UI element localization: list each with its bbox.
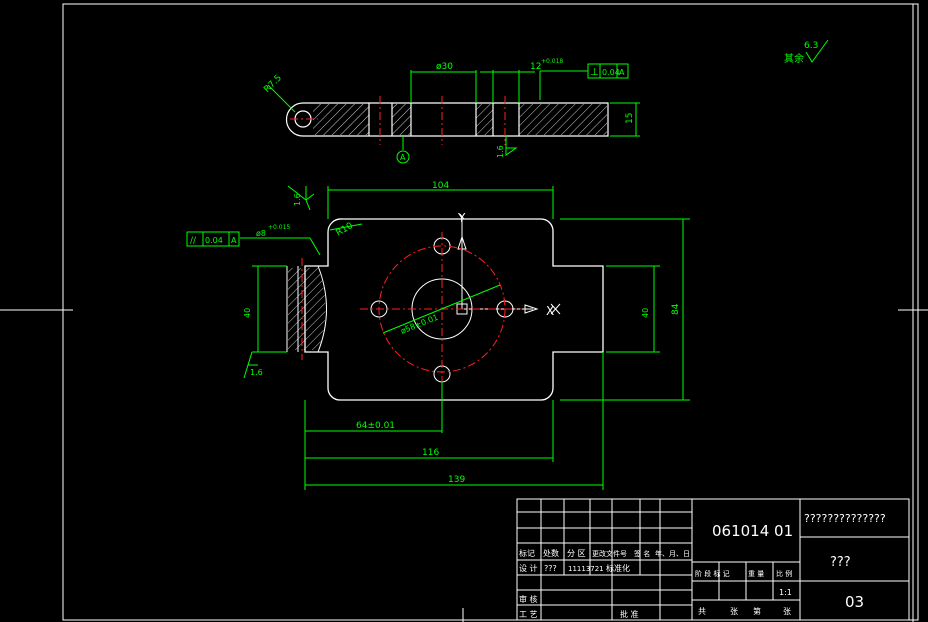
drawing-number: 061014 01	[712, 522, 793, 540]
roughness-note-value: 6.3	[804, 41, 818, 51]
roughness-note-label: 其余	[784, 52, 804, 65]
corner-radius-label: R10	[335, 221, 356, 239]
parallelism-datum: A	[231, 236, 237, 245]
top-view-dimensions	[267, 63, 640, 164]
width-104-label: 104	[432, 181, 449, 191]
front-left-roughness: 1.6	[250, 368, 263, 377]
hole-diameter-label: ø8	[256, 229, 266, 238]
total-label: 共	[698, 607, 706, 616]
header-signature: 签 名	[634, 549, 650, 558]
sheet-border	[0, 3, 928, 622]
dim-139-label: 139	[448, 475, 465, 485]
dim-116-label: 116	[422, 448, 439, 458]
perpendicularity-value: 0.04	[602, 68, 620, 77]
parallelism-symbol: //	[190, 236, 197, 246]
top-roughness-label: 1.6	[496, 145, 505, 158]
scale-label: 比 例	[776, 569, 792, 578]
front-top-roughness: 1.6	[293, 193, 302, 206]
top-view-hatching	[313, 104, 607, 135]
right-slot-40-label: 40	[641, 308, 650, 318]
top-view: R7.5 ø30 12 +0.018 ⊥ 0.04 A 15 A 1.6	[262, 58, 640, 164]
page-label: 第	[753, 606, 761, 616]
datum-a-label: A	[400, 153, 406, 162]
title-block: 061014 01 ?????????????? ??? 03 标记 处数 分 …	[516, 498, 910, 621]
axis-y-label: Y	[457, 211, 466, 225]
perpendicularity-symbol: ⊥	[590, 67, 599, 78]
weight-label: 重 量	[748, 570, 764, 578]
header-count: 处数	[543, 548, 559, 558]
hole-tolerance-label: +0.015	[268, 224, 290, 231]
header-change-doc: 更改文件号	[592, 549, 627, 558]
slot-width-label: 12	[530, 62, 541, 72]
process-label: 工 艺	[519, 610, 538, 619]
scale-value: 1:1	[779, 588, 792, 597]
general-roughness-note: 其余 6.3	[784, 39, 829, 65]
bore-diameter-label: ø30	[436, 62, 453, 72]
height-84-label: 84	[671, 303, 681, 315]
axis-x-label: X	[546, 304, 554, 318]
material-cell: ???	[830, 555, 851, 570]
dim-64-label: 64±0.01	[356, 421, 395, 431]
radius-label: R7.5	[262, 73, 284, 95]
slot-tolerance-label: +0.018	[541, 58, 563, 65]
front-view-hatching	[288, 268, 326, 350]
header-date: 年、月、日	[655, 549, 690, 558]
design-date: 11113721	[568, 565, 604, 573]
header-zone: 分 区	[567, 549, 586, 558]
part-name-cell: ??????????????	[804, 512, 886, 525]
left-slot-40-label: 40	[243, 308, 252, 318]
header-mark: 标记	[519, 548, 535, 558]
sheets-label: 张	[730, 607, 738, 616]
center-diameter-label: ø58±0.01	[399, 313, 439, 336]
review-label: 审 核	[519, 594, 538, 604]
top-view-centerlines	[290, 96, 506, 145]
approve-label: 批 准	[620, 609, 639, 619]
parallelism-value: 0.04	[205, 236, 223, 245]
thickness-label: 15	[625, 113, 635, 124]
roughness-symbol-icon	[805, 39, 829, 63]
front-view-outline	[304, 218, 604, 401]
front-view: 104 1.6 R10 // 0.04 A ø8 +0.015 40 ø58±0…	[186, 181, 690, 490]
designer-name: ???	[544, 564, 557, 573]
standardize-label: 标准化	[606, 563, 630, 573]
stage-mark-label: 阶 段 标 记	[695, 569, 730, 578]
page-sheets-label: 张	[783, 607, 791, 616]
front-view-dimensions	[186, 185, 690, 490]
design-label: 设 计	[519, 563, 538, 573]
perpendicularity-datum: A	[619, 68, 625, 77]
sheet-cell: 03	[845, 593, 864, 611]
